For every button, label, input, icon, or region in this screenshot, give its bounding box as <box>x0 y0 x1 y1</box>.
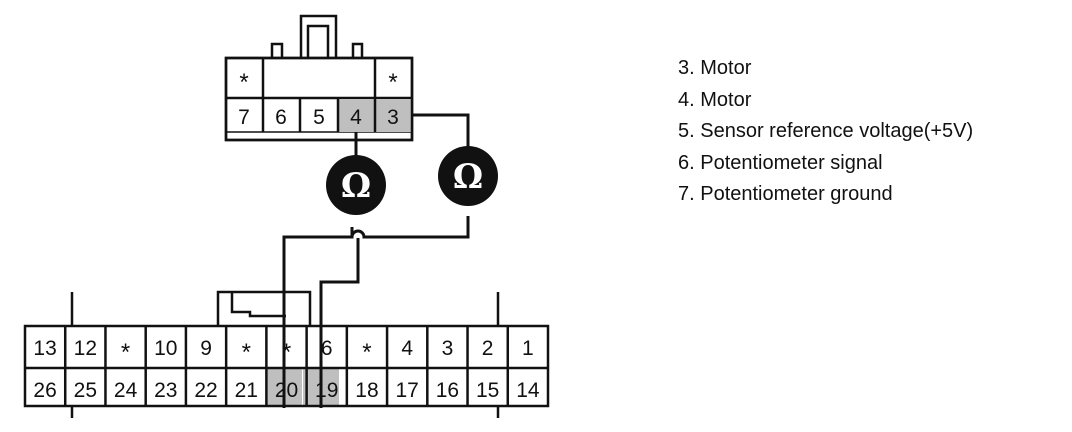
bottom-pin-14: 14 <box>516 379 540 402</box>
legend-item-3: 3. Motor <box>678 57 752 79</box>
bottom-pin-21: 21 <box>235 379 258 402</box>
bottom-pin-17: 17 <box>396 379 419 402</box>
wire-meter-to-pin20 <box>282 227 354 408</box>
bottom-connector-body <box>23 324 550 408</box>
bottom-pin-19: 19 <box>315 379 338 402</box>
ohmmeter-right: Ω <box>438 146 498 206</box>
bottom-pin-2: 2 <box>482 337 494 360</box>
bottom-pin-24: 24 <box>114 379 138 402</box>
bottom-pin-22: 22 <box>194 379 217 402</box>
top-pin-star-right: * <box>388 69 397 96</box>
bottom-connector-lock <box>216 290 312 326</box>
top-pin-7: 7 <box>238 106 250 129</box>
top-pin-4: 4 <box>350 106 362 129</box>
bottom-pin-25: 25 <box>74 379 97 402</box>
bottom-pin-10: 10 <box>154 337 177 360</box>
ohm-icon: Ω <box>453 157 483 197</box>
top-pin-6: 6 <box>275 106 287 129</box>
bottom-pin-13: 13 <box>33 337 56 360</box>
top-connector-latch <box>270 42 364 58</box>
bottom-pin-9: 9 <box>200 337 212 360</box>
wire-meter-to-pin19 <box>340 216 470 239</box>
pin-legend: 3. Motor 4. Motor 5. Sensor reference vo… <box>678 55 973 213</box>
bottom-pin-1: 1 <box>522 337 534 360</box>
legend-item-6: 6. Potentiometer signal <box>678 151 883 174</box>
wiring <box>282 113 470 408</box>
wire-crossing-drop <box>319 238 360 408</box>
wire-pin3-to-meter <box>412 113 470 150</box>
bottom-pin-15: 15 <box>476 379 499 402</box>
legend-item-4: 4. Motor <box>678 88 752 111</box>
bottom-pin-16: 16 <box>436 379 459 402</box>
bottom-pin-3: 3 <box>442 337 454 360</box>
bottom-pin-12: 12 <box>74 337 97 360</box>
bottom-pin-star: * <box>282 339 291 366</box>
top-connector: * * 7 6 5 4 3 <box>224 14 414 142</box>
bottom-pin-4: 4 <box>401 337 413 360</box>
top-connector-lock-tab <box>299 14 338 58</box>
bottom-pin-star: * <box>242 339 251 366</box>
bottom-pin-18: 18 <box>355 379 378 402</box>
top-pin-star-left: * <box>239 69 248 96</box>
bottom-pin-23: 23 <box>154 379 177 402</box>
bottom-pin-star: * <box>362 339 371 366</box>
bottom-pin-star: * <box>121 339 130 366</box>
top-pin-5: 5 <box>313 106 325 129</box>
ohm-icon: Ω <box>341 166 371 206</box>
ohmmeter-left: Ω <box>326 155 386 215</box>
legend-item-7: 7. Potentiometer ground <box>678 183 893 205</box>
top-pin-3: 3 <box>387 106 399 129</box>
legend-item-5: 5. Sensor reference voltage(+5V) <box>678 120 974 142</box>
bottom-pin-6: 6 <box>321 337 333 360</box>
bottom-pin-26: 26 <box>33 379 56 402</box>
bottom-pin-20: 20 <box>275 379 298 402</box>
